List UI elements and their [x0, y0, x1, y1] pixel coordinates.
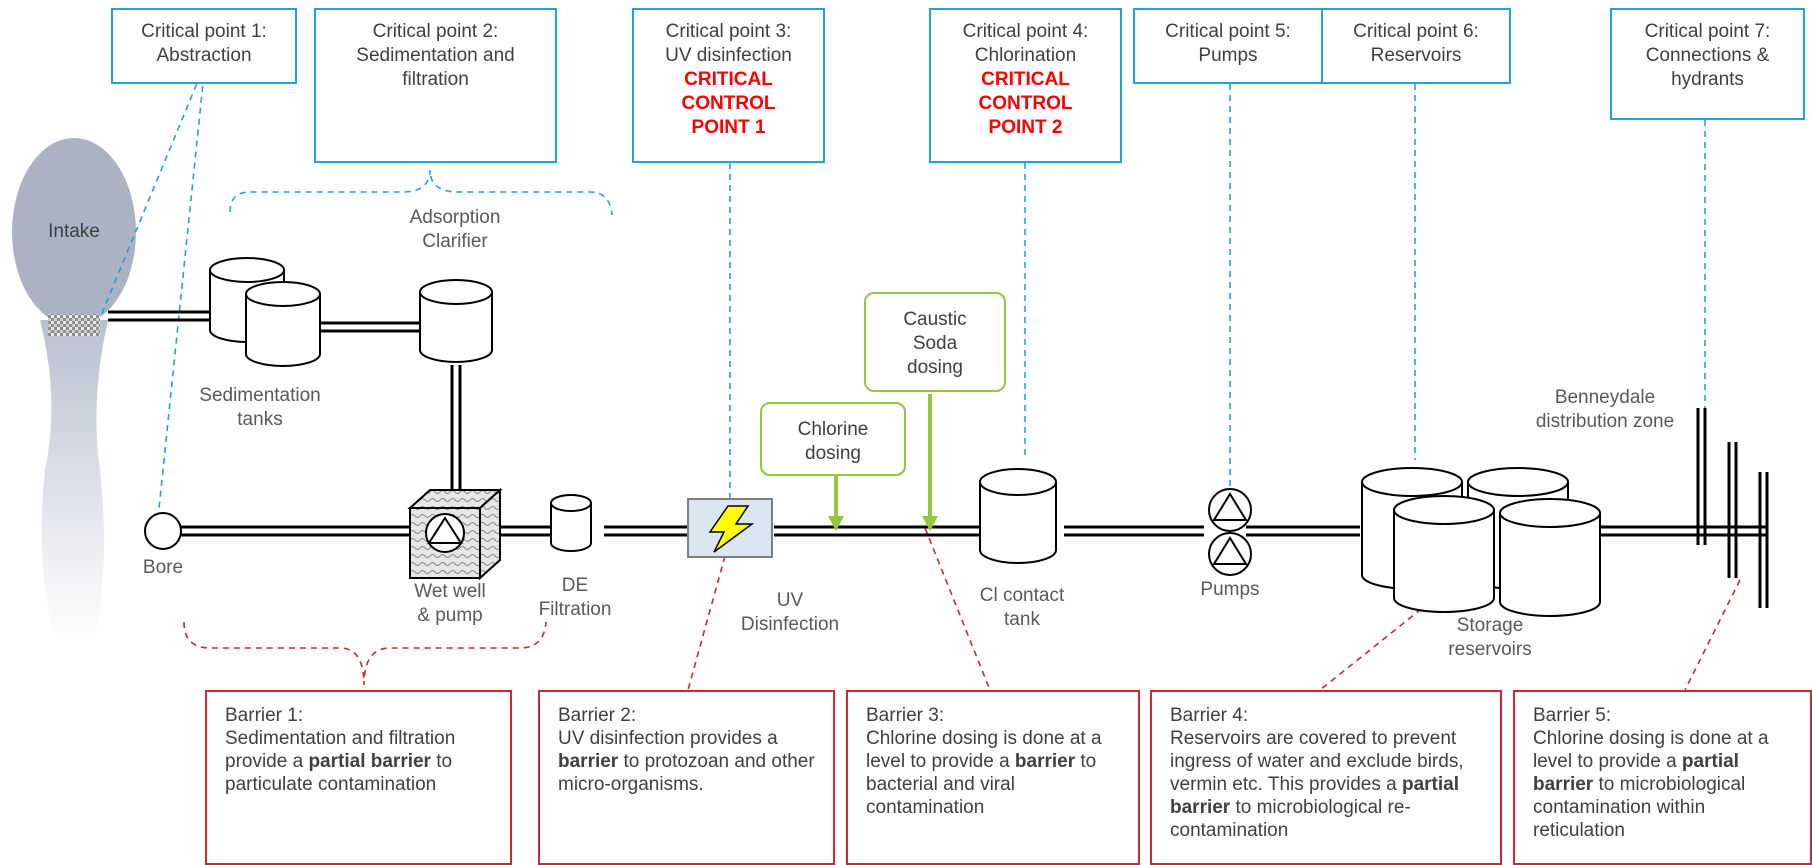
barrier-5-text: Chlorine dosing is done at a level to pr…: [1533, 728, 1769, 772]
cp3-line1: Critical point 3:: [665, 21, 792, 42]
intake-shape: [12, 138, 136, 326]
barrier-4-text: Reservoirs are covered to prevent ingres…: [1170, 728, 1464, 795]
barrier-3-text-end: to bacterial and viral contamination: [866, 751, 1097, 818]
stream: [40, 320, 108, 640]
cp6-line1: Critical point 6:: [1353, 21, 1479, 42]
cp6-line2: Reservoirs: [1370, 45, 1462, 66]
cp4-ccp: CRITICAL CONTROL POINT 2: [978, 69, 1073, 138]
bore-circle: [144, 512, 182, 550]
cp1-line1: Critical point 1:: [141, 21, 267, 42]
reservoirs-drawing: [1361, 467, 1601, 617]
wet-well-drawing: [407, 487, 503, 581]
barrier-5-title: Barrier 5:: [1533, 705, 1612, 726]
cp7-line3: hydrants: [1671, 69, 1744, 90]
barrier-3-title: Barrier 3:: [866, 705, 945, 726]
barrier-4-bold: partial barrier: [1170, 774, 1459, 818]
sedimentation-tanks-drawing: [209, 257, 1057, 564]
barrier-1-title: Barrier 1:: [225, 705, 304, 726]
barrier-2: Barrier 2: UV disinfection provides a ba…: [538, 690, 835, 865]
barrier-4: Barrier 4: Reservoirs are covered to pre…: [1150, 690, 1502, 865]
intake-screen: [48, 314, 100, 336]
barrier-5-text-end: to microbiological contamination within …: [1533, 774, 1746, 841]
cp7-line2: Connections &: [1645, 45, 1770, 66]
critical-point-7: Critical point 7: Connections & hydrants: [1610, 8, 1805, 120]
barrier-1: Barrier 1: Sedimentation and filtration …: [205, 690, 512, 865]
cp2-line2: Sedimentation and: [356, 45, 515, 66]
critical-point-6: Critical point 6: Reservoirs: [1321, 8, 1511, 84]
cp7-line1: Critical point 7:: [1644, 21, 1771, 42]
wet-well-label: Wet well & pump: [414, 581, 486, 626]
barrier-3-text: Chlorine dosing is done at a level to pr…: [866, 728, 1102, 772]
barrier-1-text: Sedimentation and filtration provide a: [225, 728, 456, 772]
distribution-zone-label: Benneydale distribution zone: [1535, 387, 1675, 432]
bore-label: Bore: [142, 557, 184, 578]
cp5-line1: Critical point 5:: [1165, 21, 1291, 42]
cp1-line2: Abstraction: [156, 45, 252, 66]
barrier-2-bold: barrier: [558, 751, 619, 772]
critical-point-4: Critical point 4: Chlorination CRITICAL …: [929, 8, 1122, 163]
sedimentation-tanks-label: Sedimentation tanks: [199, 385, 321, 430]
critical-point-2: Critical point 2: Sedimentation and filt…: [314, 8, 557, 163]
cl-contact-tank-label: Cl contact tank: [979, 585, 1065, 630]
chlorine-dosing-box: Chlorine dosing: [760, 402, 906, 476]
de-filtration-label: DE Filtration: [538, 575, 612, 620]
cp2-line1: Critical point 2:: [372, 21, 499, 42]
barrier-2-text: UV disinfection provides a: [558, 728, 778, 749]
barrier-1-text-end: to particulate contamination: [225, 751, 453, 795]
barrier-3-bold: barrier: [1014, 751, 1076, 772]
barrier-5: Barrier 5: Chlorine dosing is done at a …: [1513, 690, 1812, 865]
cp4-line2: Chlorination: [974, 45, 1077, 66]
cp4-line1: Critical point 4:: [962, 21, 1089, 42]
pumps-label: Pumps: [1200, 579, 1260, 600]
barrier-2-text-end: to protozoan and other micro-organisms.: [558, 751, 815, 795]
cp3-line2: UV disinfection: [665, 45, 792, 66]
barrier-2-title: Barrier 2:: [558, 705, 637, 726]
uv-unit-drawing: [687, 498, 773, 558]
barrier-4-title: Barrier 4:: [1170, 705, 1249, 726]
barrier-3: Barrier 3: Chlorine dosing is done at a …: [846, 690, 1140, 865]
critical-point-3: Critical point 3: UV disinfection CRITIC…: [632, 8, 825, 163]
caustic-soda-dosing-box: Caustic Soda dosing: [864, 292, 1006, 392]
critical-point-1: Critical point 1: Abstraction: [111, 8, 297, 84]
pumps-drawing: [1208, 488, 1252, 576]
uv-disinfection-label: UV Disinfection: [740, 590, 840, 635]
critical-point-5: Critical point 5: Pumps: [1133, 8, 1323, 84]
barrier-1-bold: partial barrier: [308, 751, 431, 772]
barrier-4-text-end: to microbiological re-contamination: [1170, 797, 1411, 841]
cp2-line3: filtration: [402, 69, 469, 90]
intake-label: Intake: [48, 221, 100, 242]
cp3-ccp: CRITICAL CONTROL POINT 1: [681, 69, 776, 138]
storage-reservoirs-label: Storage reservoirs: [1448, 615, 1532, 660]
barrier-5-bold: partial barrier: [1533, 751, 1739, 795]
cp5-line2: Pumps: [1198, 45, 1258, 66]
adsorption-clarifier-label: Adsorption Clarifier: [409, 207, 501, 252]
